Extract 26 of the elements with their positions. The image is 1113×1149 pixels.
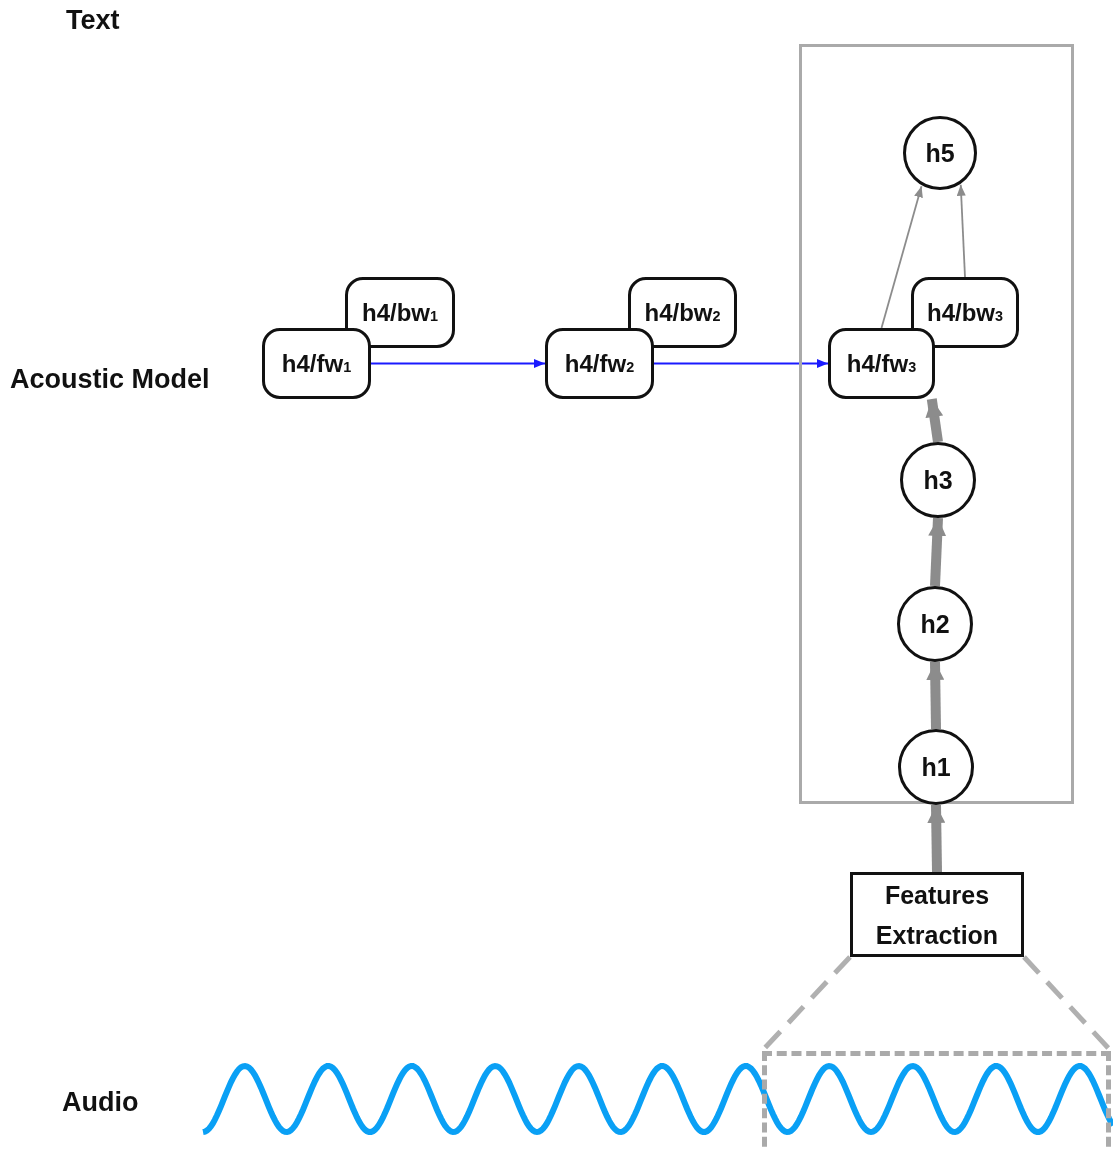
cell-box <box>345 277 455 348</box>
selection-box <box>762 1051 1111 1149</box>
cell-box <box>262 328 371 399</box>
cell-box <box>545 328 654 399</box>
arrow <box>926 661 945 730</box>
cell-box <box>828 328 935 399</box>
arrow <box>880 185 923 329</box>
row-label: Text <box>66 5 120 36</box>
zoom-line <box>1022 955 1113 1053</box>
node-label: h1 <box>921 752 951 782</box>
row-label: Acoustic Model <box>10 364 210 395</box>
node-label: h3 <box>923 465 953 495</box>
process-box <box>850 872 1024 957</box>
node-label: h5 <box>925 138 955 168</box>
cell-box <box>628 277 737 348</box>
frame-box <box>799 44 1074 804</box>
arrow <box>928 517 947 587</box>
node-label: h2 <box>920 609 950 639</box>
arrow <box>925 398 944 443</box>
row-label: Audio <box>62 1087 139 1118</box>
arrow <box>370 359 546 368</box>
arrow <box>927 804 946 873</box>
arrow <box>653 359 829 368</box>
arrow <box>956 183 966 278</box>
cell-box <box>911 277 1019 348</box>
node-label: Features Extraction <box>874 879 1000 951</box>
